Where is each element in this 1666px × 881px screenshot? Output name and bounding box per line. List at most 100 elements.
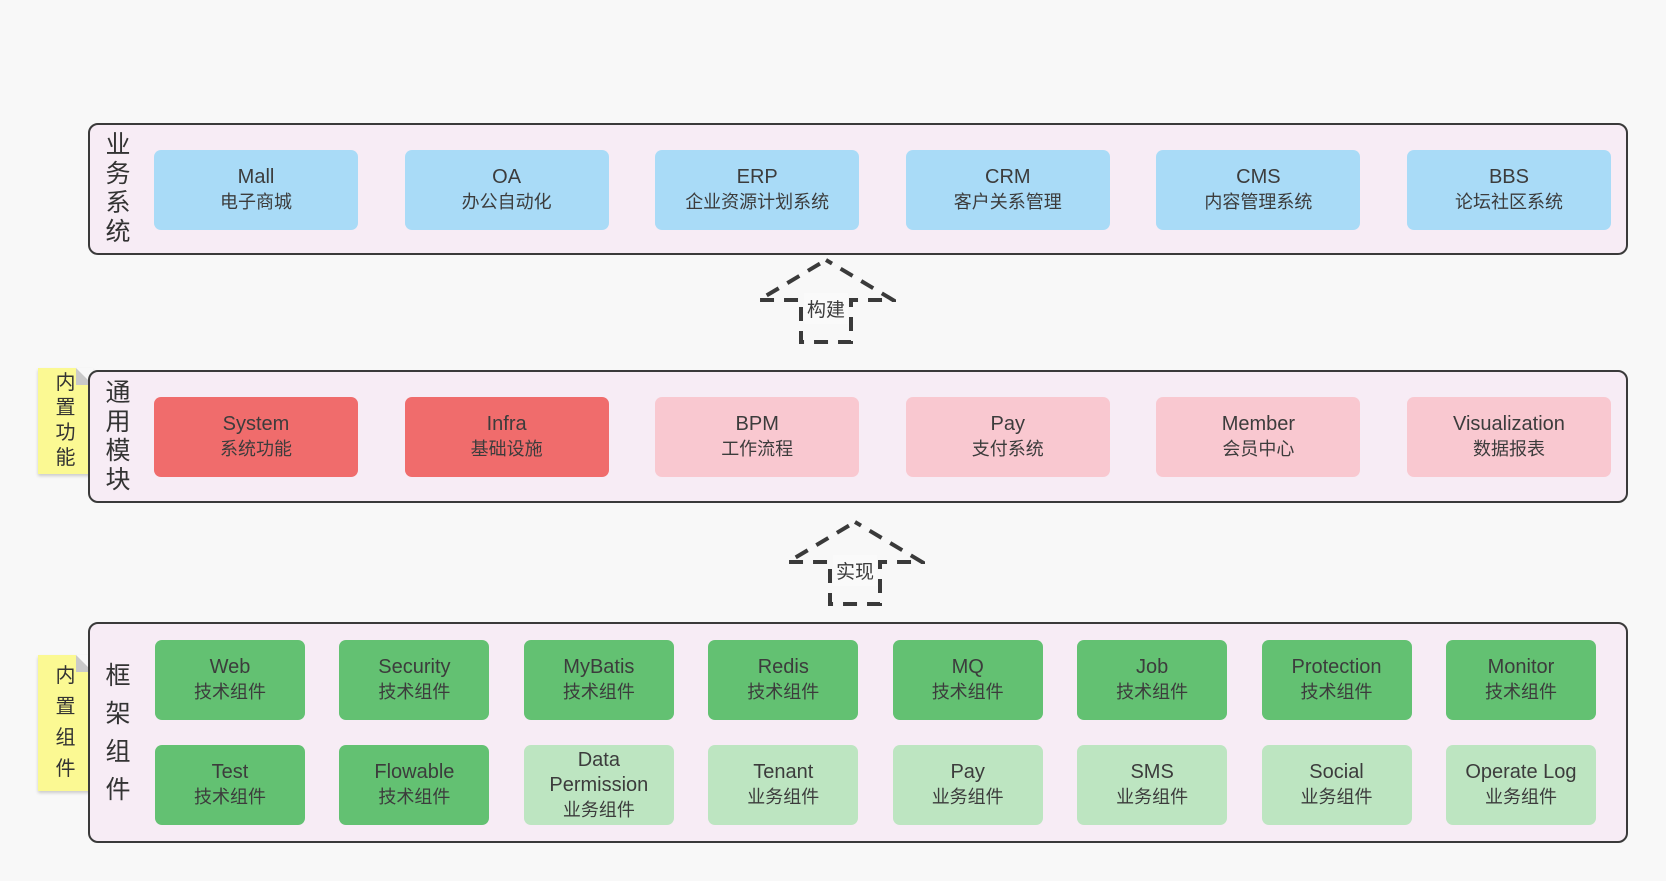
- box-subtitle: 会员中心: [1222, 439, 1295, 459]
- dashed-up-arrow-icon: [756, 257, 896, 344]
- box-title: Web: [209, 656, 251, 678]
- vertical-label-char: 框: [105, 661, 131, 690]
- sticky-note-builtin-components: 内置组件: [38, 655, 93, 791]
- module-box-flowable: Flowable 技术组件: [339, 745, 490, 825]
- box-subtitle: 技术组件: [1116, 682, 1189, 702]
- box-title: Test: [211, 761, 249, 783]
- box-title: Flowable: [374, 761, 455, 783]
- module-box-social: Social 业务组件: [1261, 745, 1412, 825]
- implement-arrow: 实现: [785, 519, 925, 607]
- box-title: Security: [378, 656, 451, 678]
- module-box-operate-log: Operate Log 业务组件: [1445, 745, 1596, 825]
- box-subtitle: 技术组件: [1300, 682, 1373, 702]
- build-arrow: 构建: [756, 257, 896, 345]
- box-subtitle: 系统功能: [220, 439, 292, 459]
- module-box-member: Member 会员中心: [1156, 397, 1361, 477]
- vertical-label-char: 内: [55, 665, 76, 687]
- vertical-label-char: 内: [55, 372, 76, 394]
- box-subtitle: 技术组件: [378, 682, 451, 702]
- vertical-label-char: 务: [105, 160, 131, 188]
- band-label-common-modules: 通用模块: [98, 372, 138, 501]
- box-title: System: [222, 413, 290, 435]
- box-subtitle: 业务组件: [1300, 787, 1373, 807]
- vertical-label-char: 能: [55, 447, 76, 469]
- box-title: CMS: [1236, 166, 1281, 188]
- vertical-label-char: 件: [55, 758, 76, 780]
- box-subtitle: 工作流程: [721, 439, 794, 459]
- module-box-cms: CMS 内容管理系统: [1156, 150, 1361, 230]
- vertical-label-char: 置: [55, 397, 76, 419]
- box-subtitle: 技术组件: [1484, 682, 1557, 702]
- box-title: MyBatis: [563, 656, 635, 678]
- box-subtitle: 办公自动化: [461, 192, 552, 212]
- band-label-business-systems: 业务系统: [98, 125, 138, 253]
- box-subtitle: 技术组件: [194, 787, 266, 807]
- module-box-test: Test 技术组件: [155, 745, 305, 825]
- box-subtitle: 技术组件: [931, 682, 1004, 702]
- vertical-label-char: 件: [105, 775, 131, 804]
- box-title: Visualization: [1453, 413, 1565, 435]
- vertical-label-char: 系: [105, 189, 131, 217]
- box-title: Infra: [486, 413, 527, 435]
- box-subtitle: 支付系统: [971, 439, 1044, 459]
- box-title: Tenant: [753, 761, 814, 783]
- vertical-label-char: 置: [55, 696, 76, 718]
- box-subtitle: 业务组件: [1116, 787, 1189, 807]
- build-arrow-label: 构建: [803, 293, 849, 324]
- box-subtitle: 内容管理系统: [1204, 192, 1313, 212]
- box-title: Social: [1309, 761, 1364, 783]
- module-box-protection: Protection 技术组件: [1261, 640, 1412, 720]
- vertical-label-char: 组: [105, 737, 131, 766]
- box-subtitle: 业务组件: [1484, 787, 1557, 807]
- sticky-note-builtin-features: 内置功能: [38, 368, 93, 474]
- vertical-label-char: 业: [105, 131, 131, 159]
- module-box-security: Security 技术组件: [339, 640, 490, 720]
- implement-arrow-label: 实现: [832, 555, 878, 586]
- box-title: Monitor: [1487, 656, 1555, 678]
- box-subtitle: 论坛社区系统: [1454, 192, 1563, 212]
- box-title: Job: [1135, 656, 1169, 678]
- box-subtitle: 技术组件: [562, 682, 635, 702]
- box-title: Mall: [237, 166, 275, 188]
- module-box-mybatis: MyBatis 技术组件: [523, 640, 674, 720]
- box-subtitle: 数据报表: [1472, 439, 1545, 459]
- module-box-sms: SMS 业务组件: [1077, 745, 1228, 825]
- box-title: BPM: [735, 413, 779, 435]
- box-title: SMS: [1130, 761, 1174, 783]
- module-box-visualization: Visualization 数据报表: [1406, 397, 1611, 477]
- box-title: BBS: [1488, 166, 1529, 188]
- vertical-label-char: 功: [55, 422, 76, 444]
- box-title: Redis: [757, 656, 809, 678]
- box-title: MQ: [951, 656, 984, 678]
- box-subtitle: 技术组件: [378, 787, 451, 807]
- box-title: Protection: [1291, 656, 1382, 678]
- box-title: Operate Log: [1465, 761, 1577, 783]
- vertical-label-char: 通: [105, 378, 131, 407]
- module-box-bpm: BPM 工作流程: [655, 397, 860, 477]
- box-subtitle: 客户关系管理: [953, 192, 1062, 212]
- module-box-pay: Pay 支付系统: [905, 397, 1110, 477]
- box-title: Pay: [990, 413, 1026, 435]
- vertical-label-char: 块: [105, 465, 131, 494]
- box-subtitle: 电子商城: [220, 192, 292, 212]
- vertical-label-char: 统: [105, 218, 131, 246]
- module-box-bbs: BBS 论坛社区系统: [1406, 150, 1611, 230]
- box-title: Data Permission: [549, 748, 649, 796]
- box-title: Member: [1221, 413, 1296, 435]
